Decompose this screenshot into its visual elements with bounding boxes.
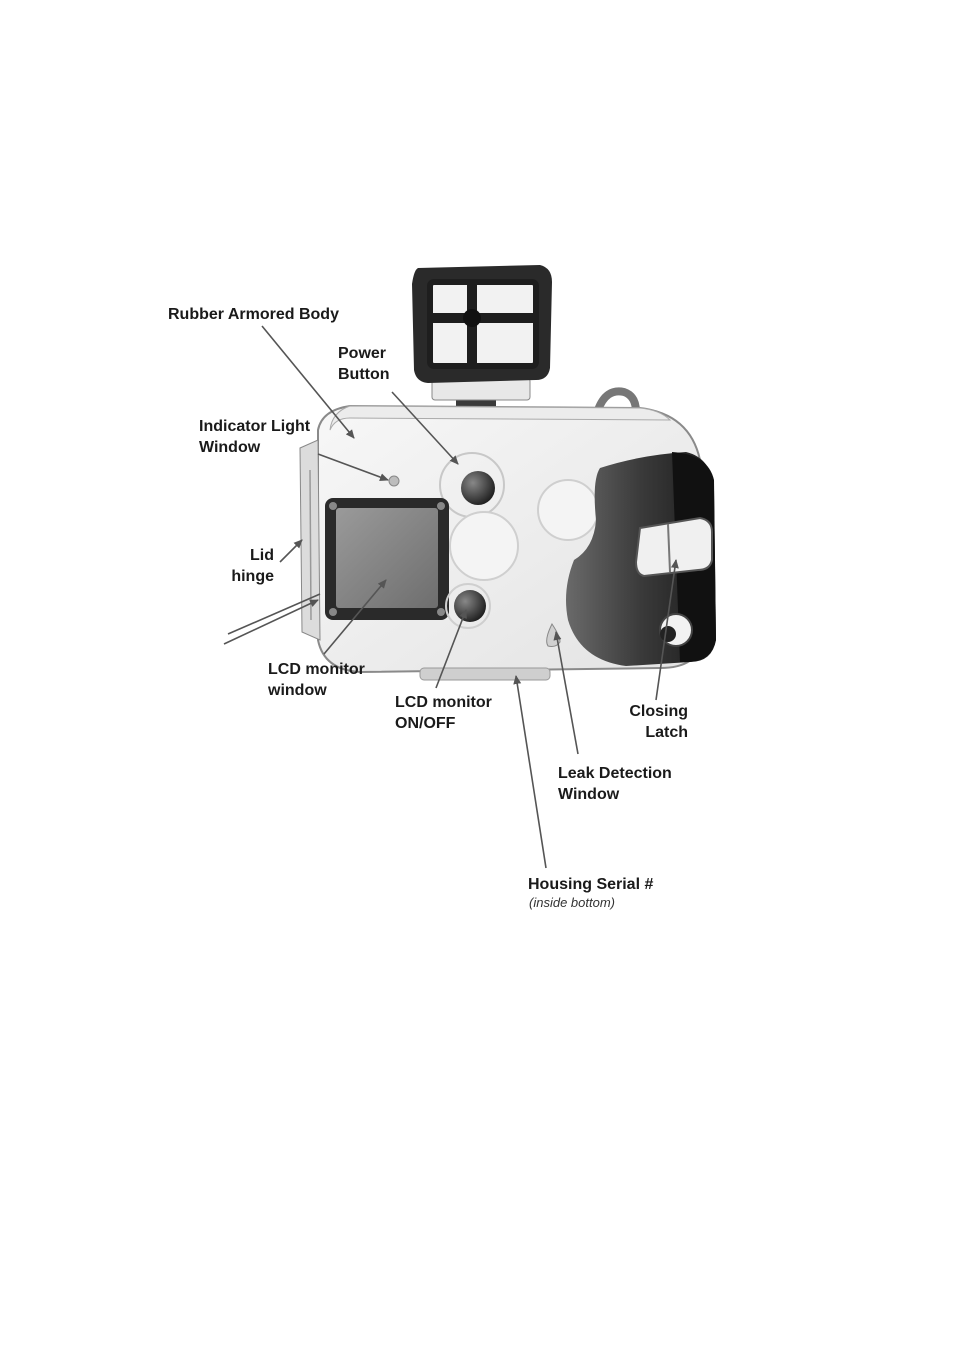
label-line: Power — [338, 345, 387, 362]
arrow-housing-serial — [513, 675, 547, 869]
label-line: LCD monitor — [268, 661, 365, 678]
arrow-lcd-monitor-window — [323, 579, 387, 655]
label-lcd-monitor-window: LCD monitor window — [268, 659, 365, 701]
arrow-closing-latch — [655, 559, 679, 701]
label-line: Indicator Light — [199, 418, 311, 435]
label-line: hinge — [231, 568, 274, 585]
label-housing-serial: Housing Serial # — [528, 874, 653, 895]
closing-latch — [634, 516, 713, 647]
lcd-monitor-window — [325, 498, 449, 620]
label-line: Closing — [629, 703, 688, 720]
label-line: Latch — [645, 724, 688, 741]
label-rubber-armored-body: Rubber Armored Body — [168, 304, 339, 325]
arrow-lid-hinge-lower-2 — [227, 593, 321, 635]
label-line: Lid — [250, 547, 274, 564]
label-leak-detection-window: Leak Detection Window — [558, 763, 672, 805]
viewfinder — [412, 265, 552, 410]
label-line: window — [268, 682, 327, 699]
label-line: Leak Detection — [558, 765, 672, 782]
arrow-lcd-onoff — [435, 609, 467, 689]
arrow-power-button — [391, 391, 459, 465]
label-indicator-light-window: Indicator Light Window — [199, 416, 310, 458]
label-text: Housing Serial # — [528, 876, 654, 893]
arrow-leak-detection-window — [553, 631, 579, 755]
label-line: ON/OFF — [395, 715, 456, 732]
arrow-lid-hinge-lower — [223, 599, 319, 645]
label-line: Window — [558, 786, 620, 803]
indicator-light-window — [388, 475, 400, 487]
arrow-rubber-armored-body — [261, 325, 355, 439]
label-lid-hinge: Lid hinge — [226, 545, 274, 587]
label-line: Window — [199, 439, 261, 456]
arrow-lid-hinge — [279, 539, 303, 563]
label-line: Button — [338, 366, 390, 383]
label-lcd-monitor-onoff: LCD monitor ON/OFF — [395, 692, 492, 734]
label-line: LCD monitor — [395, 694, 492, 711]
arrow-indicator-light-window — [317, 453, 389, 481]
label-closing-latch: Closing Latch — [610, 701, 688, 743]
label-power-button: Power Button — [338, 343, 390, 385]
label-housing-serial-note: (inside bottom) — [529, 895, 615, 910]
label-text: Rubber Armored Body — [168, 306, 339, 323]
leader-arrows — [223, 325, 679, 869]
